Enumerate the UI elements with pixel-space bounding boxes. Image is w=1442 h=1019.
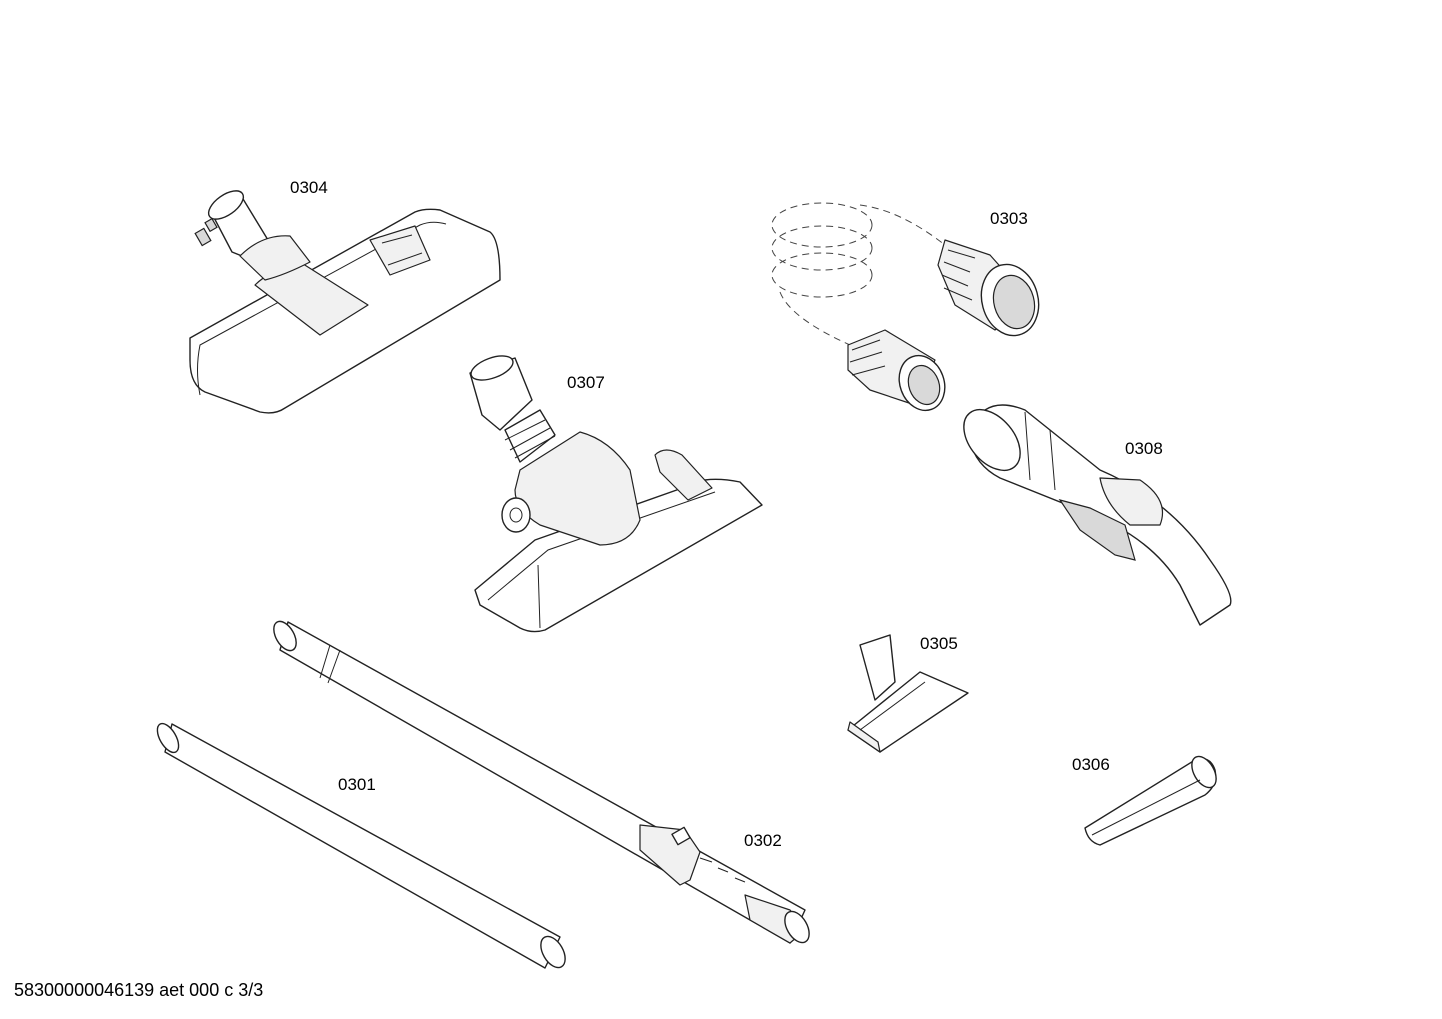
label-0307: 0307 bbox=[567, 373, 605, 392]
label-0308: 0308 bbox=[1125, 439, 1163, 458]
hose-connector-large bbox=[937, 239, 1040, 337]
crevice-tool-0306 bbox=[1084, 755, 1217, 846]
label-0302: 0302 bbox=[744, 831, 782, 850]
floor-nozzle-0304 bbox=[189, 190, 501, 414]
floor-nozzle-0307 bbox=[469, 355, 763, 633]
label-0301: 0301 bbox=[338, 775, 376, 794]
hose-0303 bbox=[771, 202, 1040, 412]
upholstery-nozzle-0305 bbox=[847, 634, 969, 753]
label-0303: 0303 bbox=[990, 209, 1028, 228]
label-0304: 0304 bbox=[290, 178, 328, 197]
handle-0308 bbox=[963, 404, 1232, 626]
tube-0301 bbox=[156, 722, 566, 969]
hose-connector-small bbox=[847, 329, 946, 412]
label-0306: 0306 bbox=[1072, 755, 1110, 774]
document-footer: 58300000046139 aet 000 c 3/3 bbox=[14, 980, 264, 1000]
telescopic-tube-0302 bbox=[273, 620, 810, 944]
label-0305: 0305 bbox=[920, 634, 958, 653]
